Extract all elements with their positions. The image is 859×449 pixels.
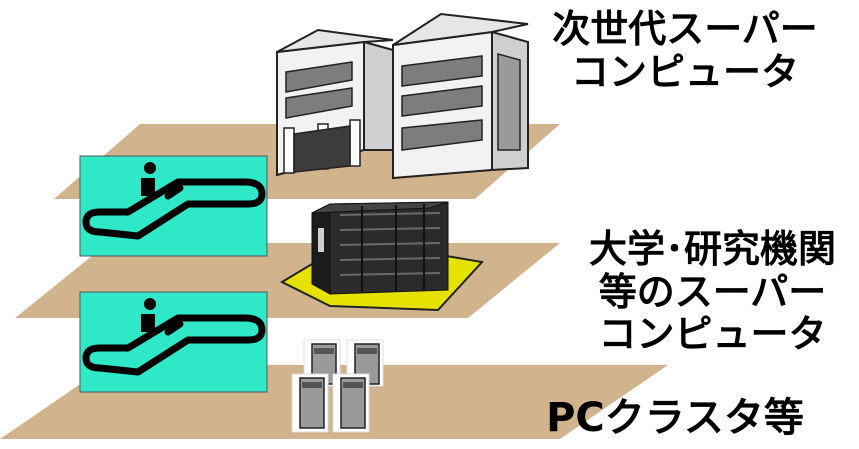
person-icon [144, 298, 156, 310]
label-next-gen-supercomputer: 次世代スーパー コンピュータ [540, 8, 830, 93]
escalator-lower [79, 291, 268, 393]
label-university-supercomputer: 大学･研究機関 等のスーパー コンピュータ [575, 228, 850, 356]
label-mid-line3: コンピュータ [598, 312, 827, 357]
pc-tower-icon [291, 339, 384, 433]
label-mid-line2: 等のスーパー [598, 269, 827, 314]
label-mid-line1: 大学･研究機関 [588, 227, 836, 271]
escalator-upper [79, 155, 268, 257]
label-top-line1: 次世代スーパー [552, 7, 818, 51]
supercomputer-rack-icon [279, 201, 484, 312]
person-icon [144, 162, 156, 174]
escalator-icon [82, 178, 266, 240]
label-top-line2: コンピュータ [570, 49, 799, 94]
label-pc-cluster: PCクラスタ等 [546, 395, 804, 441]
escalator-icon [82, 314, 266, 376]
office-building-icon [276, 12, 529, 180]
